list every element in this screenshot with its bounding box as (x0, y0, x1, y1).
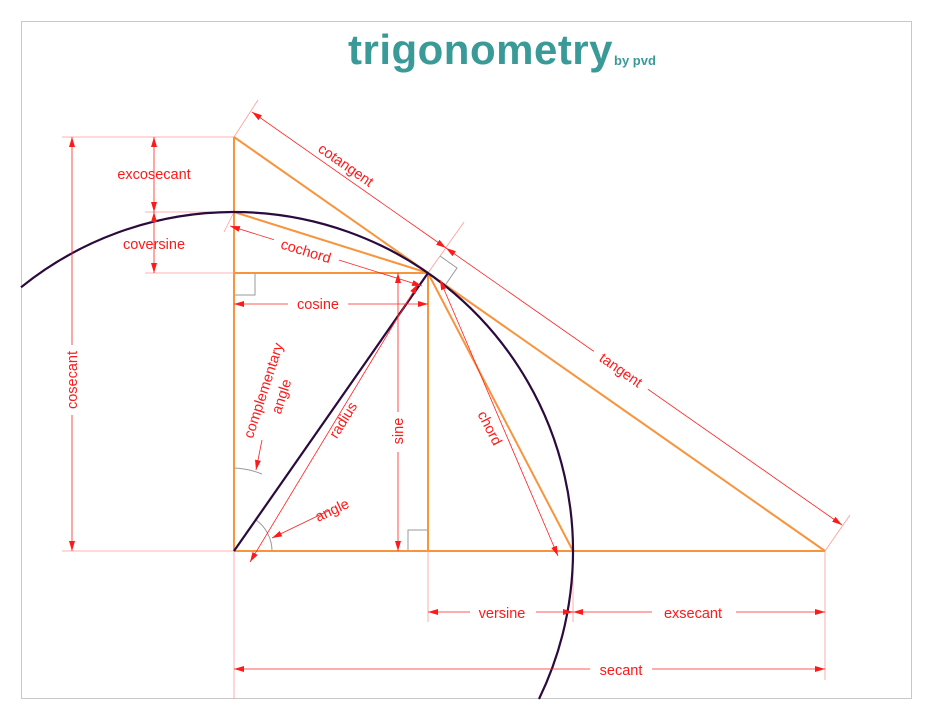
label-sine: sine (391, 418, 407, 445)
label-cotangent: cotangent (315, 141, 376, 191)
unit-circle (20, 210, 575, 700)
diagram-byline: by pvd (614, 53, 656, 68)
right-angle-marker (439, 255, 458, 285)
label-versine: versine (479, 606, 526, 622)
label-angle: angle (313, 496, 352, 525)
complementary-angle-arc (233, 467, 263, 475)
label-excosecant: excosecant (117, 167, 190, 183)
label-radius: radius (327, 400, 362, 442)
diagram-title: trigonometry (348, 26, 614, 73)
label-coversine: coversine (123, 237, 185, 253)
right-angle-marker (234, 273, 256, 296)
label-cosecant: cosecant (65, 351, 81, 409)
label-exsecant: exsecant (664, 606, 722, 622)
dimension-lines (69, 111, 843, 672)
label-chord: chord (474, 409, 505, 449)
angle-arc (255, 519, 273, 552)
label-secant: secant (600, 663, 643, 679)
right-angle-marker (407, 529, 428, 551)
diagram-frame (21, 21, 912, 699)
label-cosine: cosine (297, 297, 339, 313)
label-backgrounds (62, 132, 736, 679)
